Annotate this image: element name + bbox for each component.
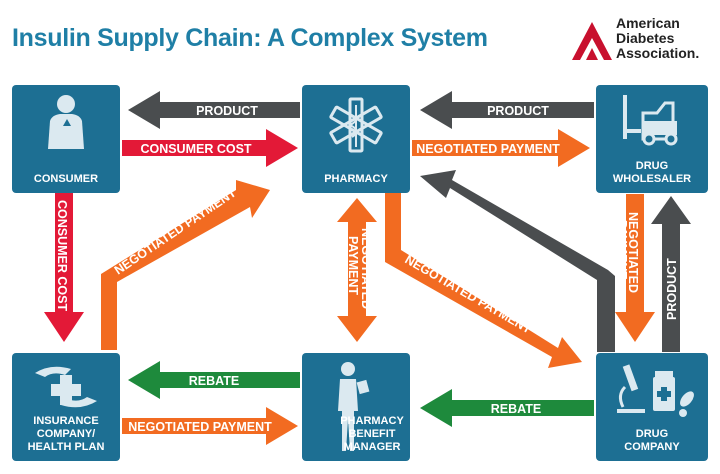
node-label: CONSUMER — [33, 173, 99, 185]
node-pharmacy-benefit-manager: PHARMACY BENEFIT MANAGER — [302, 353, 410, 461]
node-label: PHARMACY — [324, 173, 388, 185]
page-title: Insulin Supply Chain: A Complex System — [12, 24, 488, 52]
arrow-negotiated-payment-insurance-to-pbm: NEGOTIATED PAYMENT — [122, 407, 298, 445]
arrow-label: PRODUCT — [665, 258, 679, 320]
ada-logo — [572, 22, 612, 60]
arrow-label: PAYMENT — [615, 220, 629, 279]
arrow-label: PAYMENT — [346, 236, 360, 295]
arrow-consumer-cost-to-insurance: CONSUMER COST — [44, 193, 84, 342]
arrow-consumer-cost-to-pharmacy: CONSUMER COST — [122, 129, 298, 167]
arrow-negotiated-payment-pharmacy-pbm: NEGOTIATED PAYMENT — [337, 198, 377, 342]
businesswoman-icon — [338, 362, 370, 451]
node-drug-company: DRUG COMPANY — [596, 353, 708, 461]
arrow-label: NEGOTIATED — [626, 212, 640, 293]
arrow-label: REBATE — [189, 374, 239, 388]
microscope-pills-icon — [617, 364, 694, 417]
arrow-label: PRODUCT — [196, 104, 258, 118]
forklift-icon — [623, 95, 678, 146]
arrow-label: PRODUCT — [487, 104, 549, 118]
node-label: DRUG WHOLESALER — [612, 160, 692, 185]
arrow-rebate-drugco-to-pbm: REBATE — [420, 389, 594, 427]
node-consumer: CONSUMER — [12, 85, 120, 193]
arrow-product-drugco-to-wholesaler: PRODUCT — [651, 196, 691, 352]
node-insurance-company: INSURANCE COMPANY/ HEALTH PLAN — [12, 353, 120, 461]
arrow-label: CONSUMER COST — [55, 200, 69, 311]
hands-cross-icon — [35, 366, 97, 408]
arrow-label: NEGOTIATED PAYMENT — [416, 142, 560, 156]
arrow-negotiated-payment-insurance-to-pharmacy: NEGOTIATED PAYMENT — [101, 180, 270, 350]
arrow-label: REBATE — [491, 402, 541, 416]
logo-line-3: Association. — [616, 45, 700, 61]
logo-line-1: American — [616, 15, 680, 31]
arrow-label: NEGOTIATED — [359, 228, 373, 309]
node-label: DRUG COMPANY — [624, 428, 680, 453]
arrow-label: CONSUMER COST — [140, 142, 251, 156]
star-of-life-icon — [329, 97, 383, 153]
logo-text: American Diabetes Association. — [616, 16, 699, 61]
arrow-label: NEGOTIATED PAYMENT — [128, 420, 272, 434]
person-icon — [48, 95, 84, 149]
arrow-rebate-pbm-to-insurance: REBATE — [128, 361, 300, 399]
arrow-label: NEGOTIATED PAYMENT — [403, 252, 535, 336]
arrow-negotiated-payment-to-wholesaler: NEGOTIATED PAYMENT — [412, 129, 590, 167]
node-label: INSURANCE COMPANY/ HEALTH PLAN — [27, 415, 105, 453]
logo-line-2: Diabetes — [616, 30, 675, 46]
arrow-product-wholesaler-to-pharmacy: PRODUCT — [420, 91, 594, 129]
arrow-negotiated-payment-to-drugco: NEGOTIATED PAYMENT — [615, 194, 655, 342]
node-drug-wholesaler: DRUG WHOLESALER — [596, 85, 708, 193]
node-pharmacy: PHARMACY — [302, 85, 410, 193]
arrow-label: NEGOTIATED PAYMENT — [112, 185, 239, 277]
node-label: PHARMACY BENEFIT MANAGER — [340, 415, 404, 453]
arrow-product-pharmacy-to-consumer: PRODUCT — [128, 91, 300, 129]
